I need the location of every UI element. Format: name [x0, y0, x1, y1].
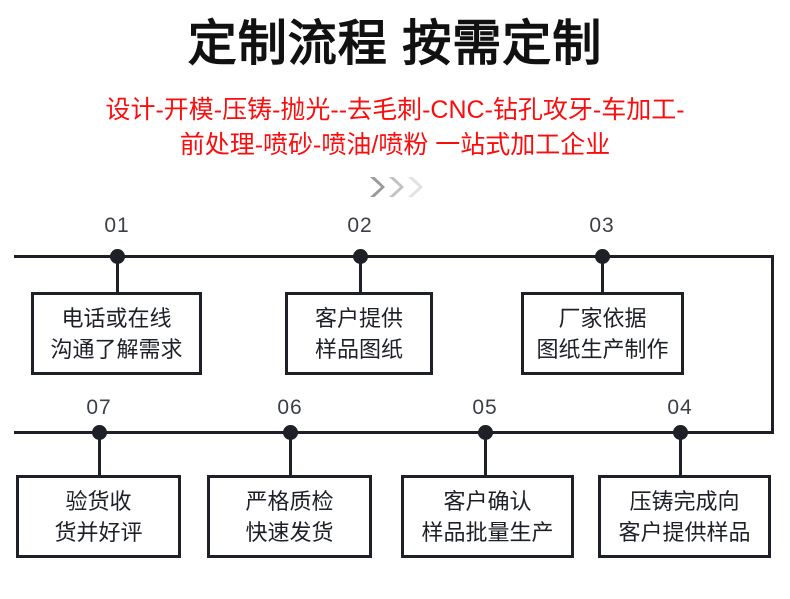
step-stem-05 — [484, 432, 487, 475]
chevron-divider — [0, 172, 790, 202]
subtitle-line-1: 设计-开模-压铸-抛光--去毛刺-CNC-钻孔攻牙-车加工- — [105, 96, 685, 124]
double-chevron-right-icon — [406, 175, 423, 199]
step-number-02: 02 — [347, 214, 373, 237]
step-number-05: 05 — [472, 396, 498, 419]
step-box-02-line-2: 样品图纸 — [314, 336, 403, 362]
step-box-04[interactable]: 压铸完成向 客户提供样品 — [598, 475, 771, 558]
step-stem-07 — [98, 432, 101, 475]
step-stem-02 — [359, 256, 362, 293]
step-number-03: 03 — [589, 214, 615, 237]
step-box-06-line-1: 严格质检 — [245, 488, 334, 514]
step-box-07-line-1: 验货收 — [65, 488, 132, 514]
timeline-rail-bottom — [14, 431, 774, 434]
step-box-03[interactable]: 厂家依据 图纸生产制作 — [521, 292, 684, 375]
double-chevron-right-icon — [387, 175, 404, 199]
step-stem-03 — [601, 256, 604, 293]
step-stem-06 — [289, 432, 292, 475]
step-box-07[interactable]: 验货收 货并好评 — [16, 475, 181, 558]
step-box-02[interactable]: 客户提供 样品图纸 — [285, 292, 433, 375]
step-stem-01 — [116, 256, 119, 293]
step-box-05-line-1: 客户确认 — [443, 488, 532, 514]
step-box-01[interactable]: 电话或在线 沟通了解需求 — [31, 292, 202, 375]
step-box-05[interactable]: 客户确认 样品批量生产 — [401, 475, 574, 558]
page-title: 定制流程 按需定制 — [187, 17, 603, 71]
step-box-01-line-2: 沟通了解需求 — [50, 336, 183, 362]
step-box-03-line-1: 厂家依据 — [558, 305, 647, 331]
step-box-03-line-2: 图纸生产制作 — [536, 336, 669, 362]
step-stem-04 — [679, 432, 682, 475]
step-box-07-line-2: 货并好评 — [54, 519, 143, 545]
step-box-06[interactable]: 严格质检 快速发货 — [207, 475, 372, 558]
step-box-04-line-1: 压铸完成向 — [629, 488, 740, 514]
subtitle-line-2: 前处理-喷砂-喷油/喷粉 一站式加工企业 — [179, 131, 611, 159]
step-box-05-line-2: 样品批量生产 — [421, 519, 554, 545]
step-number-06: 06 — [277, 396, 303, 419]
step-number-07: 07 — [86, 396, 112, 419]
step-number-04: 04 — [667, 396, 693, 419]
step-box-01-line-1: 电话或在线 — [61, 305, 172, 331]
double-chevron-right-icon — [368, 175, 385, 199]
timeline-rail-connector-right — [771, 255, 774, 434]
step-box-06-line-2: 快速发货 — [245, 519, 334, 545]
timeline-rail-top — [14, 255, 774, 258]
step-box-04-line-2: 客户提供样品 — [618, 519, 751, 545]
step-number-01: 01 — [104, 214, 130, 237]
step-box-02-line-1: 客户提供 — [314, 305, 403, 331]
